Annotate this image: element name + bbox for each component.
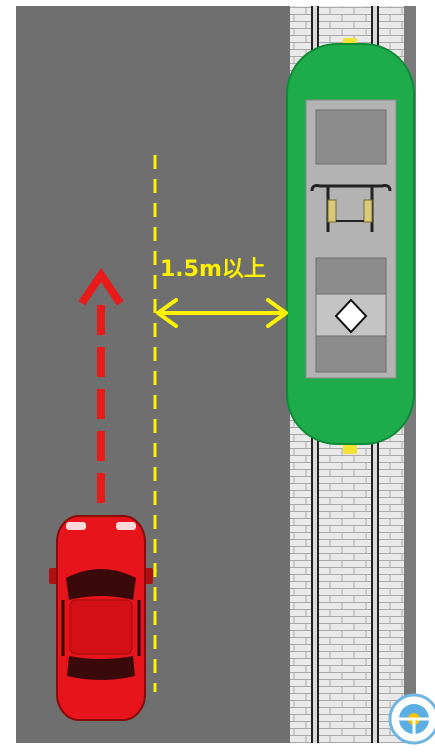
car	[49, 516, 153, 720]
tram	[287, 38, 414, 454]
car-left-headlight	[66, 522, 86, 530]
tram-roof-unit	[316, 110, 386, 164]
distance-label: 1.5m以上	[160, 257, 266, 282]
car-roof	[70, 600, 132, 654]
tram-roof-panel-lower	[316, 336, 386, 372]
car-right-headlight	[116, 522, 136, 530]
steering-wheel-logo	[390, 695, 435, 743]
tram-roof-panel-upper	[316, 258, 386, 294]
car-rear-window	[67, 656, 135, 680]
tram-rear-light	[343, 444, 357, 454]
car-windshield	[66, 569, 136, 600]
